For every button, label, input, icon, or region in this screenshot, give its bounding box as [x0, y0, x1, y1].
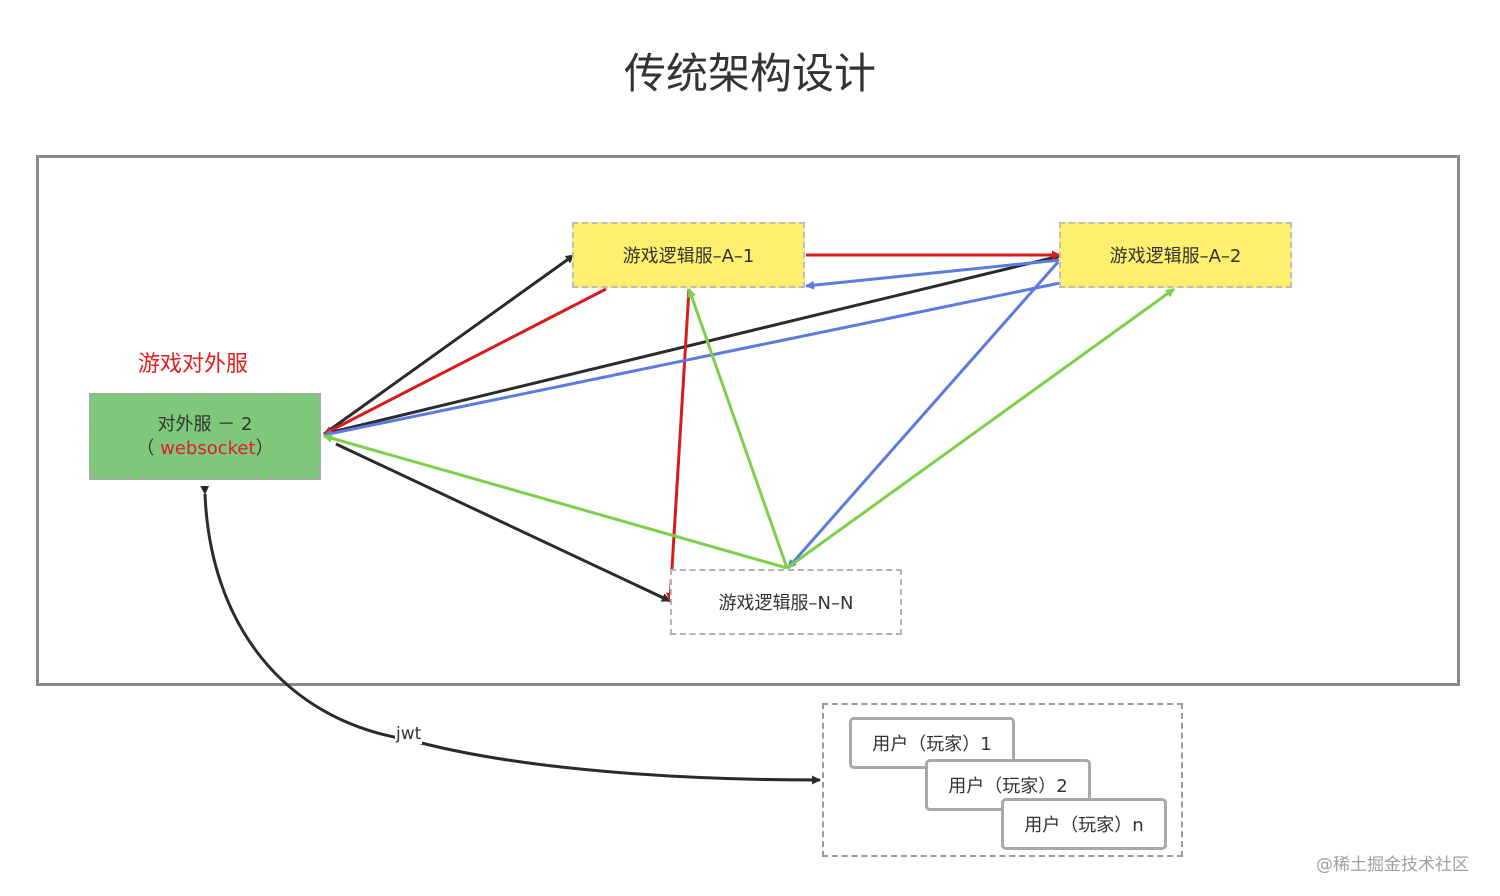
user-card-label: 用户（玩家）1: [872, 734, 992, 755]
arrow-nn-to-a2: [786, 287, 1175, 570]
logic-server-a1: 游戏逻辑服–A–1: [572, 222, 805, 288]
arrow-a2-to-nn: [786, 261, 1060, 569]
gateway-server: 对外服 － 2 （ websocket）: [89, 393, 321, 480]
user-card-label: 用户（玩家）2: [948, 776, 1068, 797]
logic-server-nn: 游戏逻辑服–N–N: [670, 569, 902, 635]
arrow-a2-to-a1: [805, 258, 1061, 290]
logic-server-nn-label: 游戏逻辑服–N–N: [718, 593, 854, 614]
arrow-gateway-to-nn: [335, 442, 671, 603]
logic-server-a2-label: 游戏逻辑服–A–2: [1109, 246, 1242, 267]
logic-server-a1-label: 游戏逻辑服–A–1: [622, 246, 755, 267]
arrow-a1-to-gateway: [323, 287, 607, 436]
user-card-label: 用户（玩家）n: [1024, 815, 1144, 836]
arrow-nn-to-a1: [687, 288, 789, 569]
gateway-group-label: 游戏对外服: [138, 352, 249, 377]
gateway-protocol-open: （: [136, 437, 161, 459]
gateway-server-label: 对外服 － 2: [157, 413, 253, 435]
page-title: 传统架构设计: [623, 49, 876, 98]
users-group: [822, 703, 1183, 857]
arrow-gateway-to-a1: [323, 253, 575, 436]
arrow-jwt-gateway-users: [200, 485, 821, 785]
gateway-protocol: （ websocket）: [136, 437, 273, 461]
user-card-n: 用户（玩家）n: [1001, 798, 1167, 850]
gateway-protocol-name: websocket: [160, 437, 256, 459]
gateway-protocol-close: ）: [255, 437, 274, 459]
jwt-edge-label: jwt: [395, 724, 423, 744]
arrow-gateway-to-a2: [323, 253, 1061, 436]
watermark: @稀土掘金技术社区: [1316, 855, 1469, 875]
logic-server-a2: 游戏逻辑服–A–2: [1059, 222, 1292, 288]
arrow-a2-to-gateway: [323, 281, 1061, 438]
arrow-a1-to-nn: [666, 288, 691, 602]
